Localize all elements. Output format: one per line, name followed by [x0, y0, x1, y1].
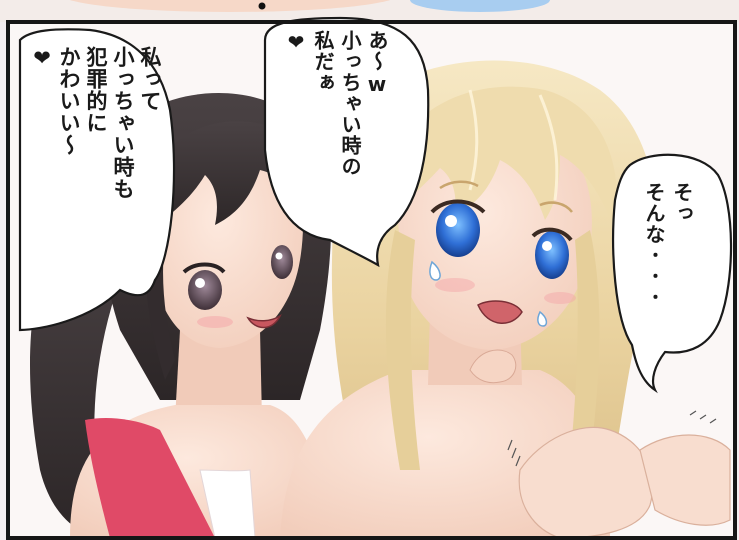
blonde-sidelock-left [385, 230, 420, 470]
speech-bubble-left [18, 28, 176, 332]
dark-girl-right-eye [271, 245, 293, 279]
blonde-girl-right-eye [535, 231, 569, 279]
previous-panel-skin [69, 0, 391, 12]
previous-panel-blue [410, 0, 550, 12]
blonde-girl-right-eye-highlight [542, 241, 552, 251]
blonde-girl-blush-right [544, 292, 576, 304]
dark-girl-blush [197, 316, 233, 328]
tremble-lines-right [689, 410, 717, 424]
red-swimsuit [85, 418, 215, 538]
blonde-hair-highlight-2 [538, 94, 559, 201]
hand-on-shoulder [469, 349, 517, 384]
blonde-hair-highlight-1 [468, 89, 479, 191]
blonde-girl-mouth [477, 300, 523, 324]
dark-girl-mouth [246, 314, 282, 329]
previous-panel-dot [258, 2, 266, 10]
left-bubble-text: 私って 小っちゃい時も 犯罪的に かわいい〜 ❤ [30, 46, 162, 200]
dark-girl-left-eye [188, 270, 222, 310]
sweat-drop-1 [429, 260, 441, 281]
hand-right [518, 426, 654, 539]
dark-girl-left-lash [182, 262, 226, 274]
sweat-drop-2 [537, 310, 548, 327]
panel-frame [6, 20, 737, 540]
blonde-sidelock-right [570, 230, 600, 460]
blonde-girl-right-brow [539, 201, 573, 213]
right-bubble-text: そっ そんな･･･ [642, 182, 694, 308]
dark-girl-left-eye-highlight [195, 278, 205, 288]
blonde-girl-left-brow [439, 180, 479, 190]
blonde-girl-left-eye-highlight [445, 215, 457, 227]
swimsuit-inner [199, 469, 256, 539]
speech-bubble-middle [263, 16, 430, 268]
blonde-girl-left-eye [436, 203, 480, 257]
blonde-girl-blush-left [435, 278, 475, 292]
hand-left [639, 434, 731, 526]
dark-girl-right-eye-highlight [275, 252, 283, 260]
blonde-girl-bangs [380, 86, 618, 230]
middle-bubble-text: あ〜w 小っちゃい時の 私だぁ ❤ [284, 30, 389, 177]
tremble-lines-left [507, 439, 521, 467]
blonde-girl-left-lash [430, 199, 486, 214]
blonde-girl-right-lash [531, 227, 573, 242]
dark-girl-neck [175, 330, 262, 420]
speech-bubble-right [612, 153, 733, 394]
